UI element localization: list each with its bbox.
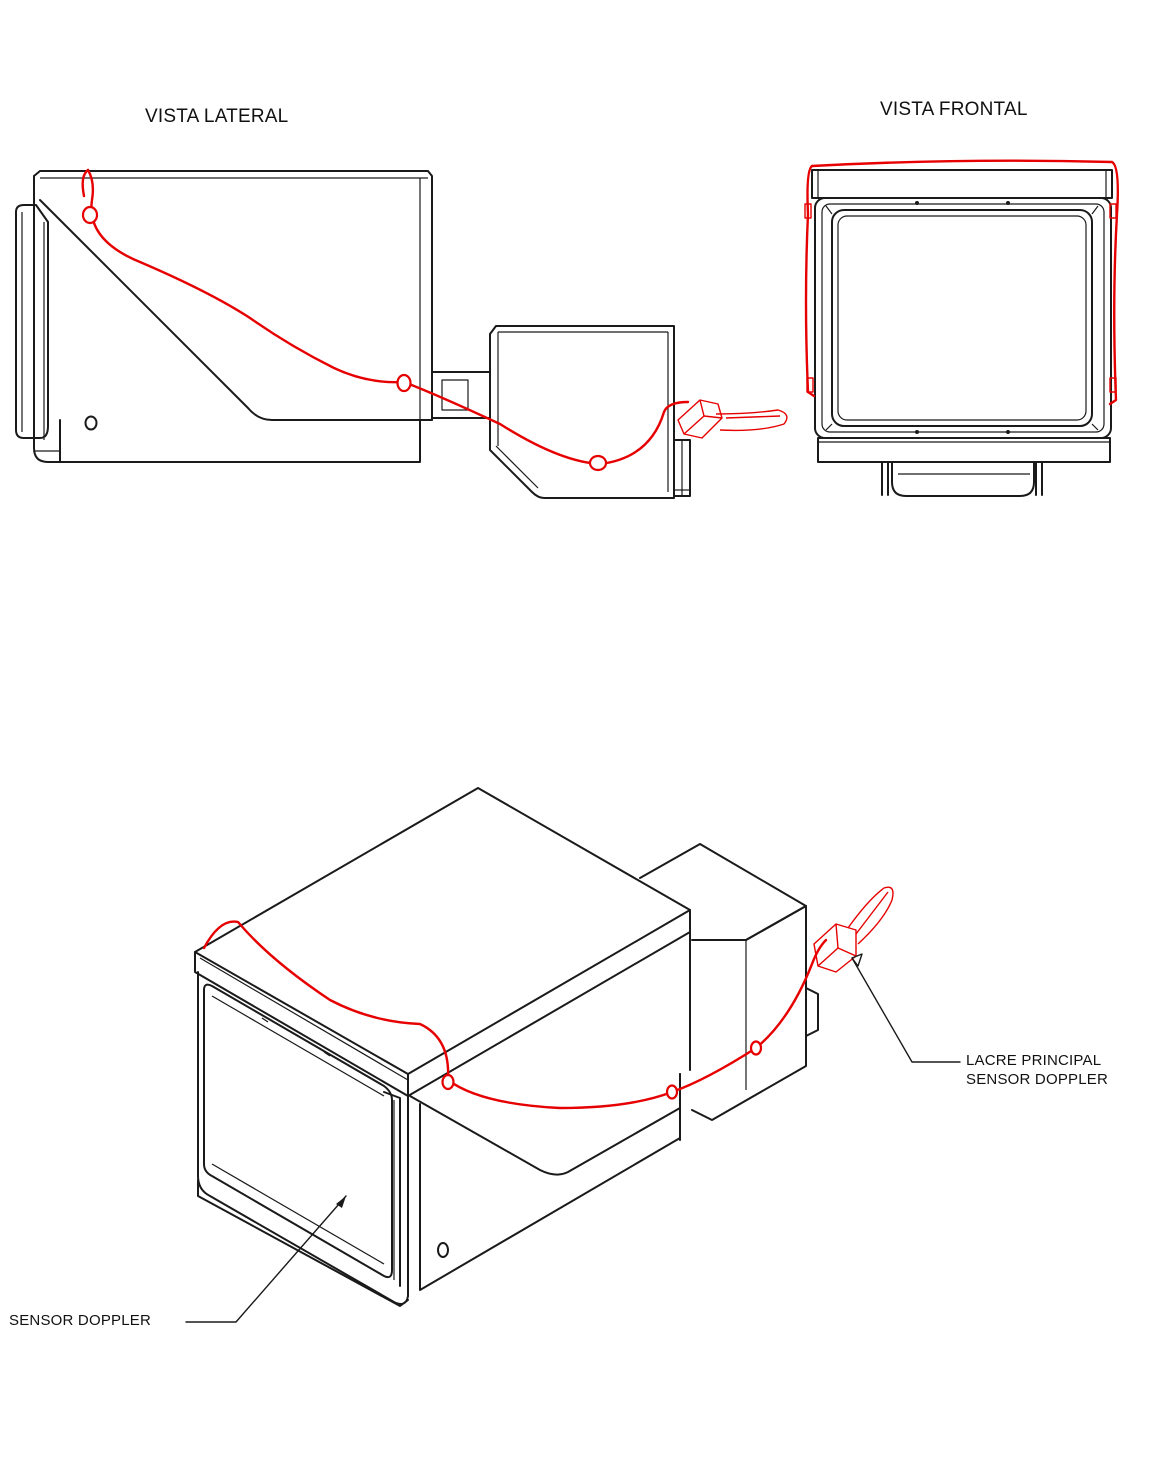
- front-view-title: VISTA FRONTAL: [880, 99, 1028, 120]
- main-seal-leader-line: [851, 957, 961, 1063]
- main-seal-callout-label: LACRE PRINCIPAL SENSOR DOPPLER: [966, 1051, 1108, 1089]
- sensor-callout-label: SENSOR DOPPLER: [9, 1312, 152, 1329]
- main-seal-callout-line1: LACRE PRINCIPAL: [966, 1052, 1102, 1069]
- sensor-leader-line: [185, 1195, 347, 1323]
- side-view-drawing: [15, 168, 788, 499]
- front-view-drawing: [804, 159, 1120, 497]
- main-seal-callout-line2: SENSOR DOPPLER: [966, 1071, 1109, 1088]
- side-view-title: VISTA LATERAL: [145, 106, 289, 127]
- isometric-view-drawing: [185, 787, 961, 1323]
